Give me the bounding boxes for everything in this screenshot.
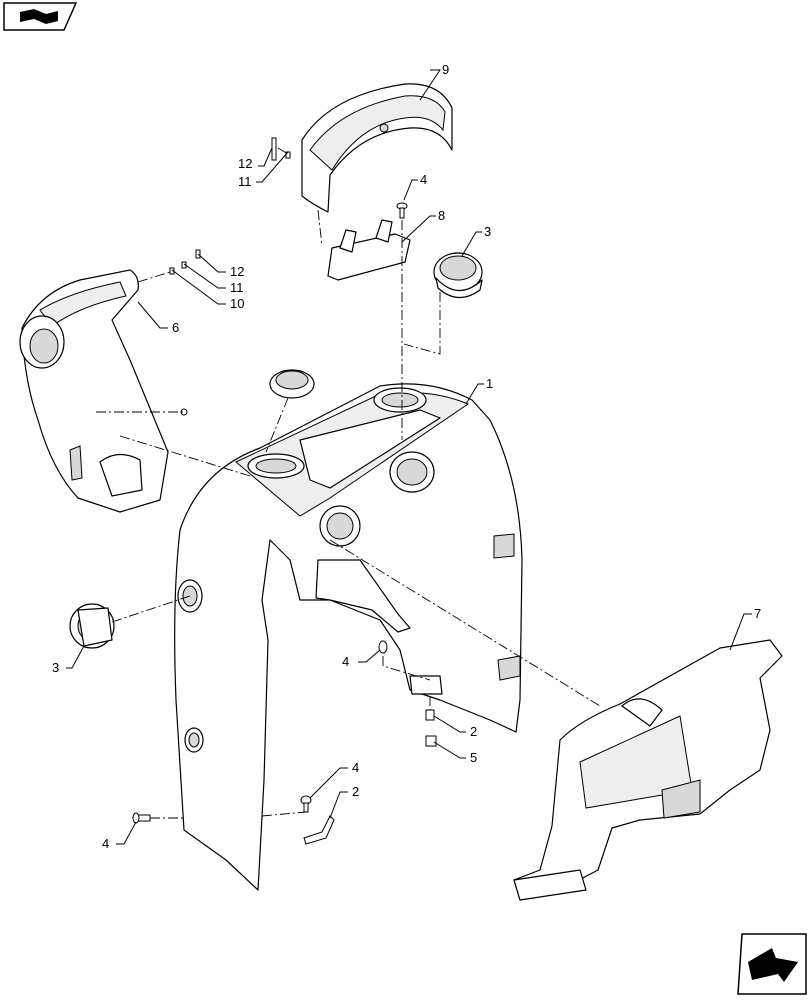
callout-10: 10 (230, 296, 244, 311)
callout-1: 1 (486, 376, 493, 391)
part-8-bracket (327, 219, 411, 281)
hardware-screw-4b (378, 640, 388, 654)
callout-3-left: 3 (52, 660, 59, 675)
callout-12-left: 12 (230, 264, 244, 279)
callout-9: 9 (442, 62, 449, 77)
callout-11-top: 11 (238, 174, 252, 189)
callout-4-left: 4 (102, 836, 109, 851)
hardware-screw-4c (300, 795, 312, 813)
callout-12-top: 12 (238, 156, 252, 171)
callout-7: 7 (754, 606, 761, 621)
next-page-arrow-icon[interactable] (737, 933, 807, 995)
part-7-right-console (513, 639, 783, 901)
leader-lines (66, 69, 752, 845)
part-3-grommet-upper (433, 252, 483, 299)
callout-2-mid: 2 (470, 724, 477, 739)
book-back-icon[interactable] (3, 2, 78, 31)
callout-3-upper: 3 (484, 224, 491, 239)
part-9-top-cover (301, 83, 453, 213)
callout-6: 6 (172, 320, 179, 335)
callout-11-left: 11 (230, 280, 244, 295)
callout-2-lower: 2 (352, 784, 359, 799)
hardware-screw-4a (396, 202, 408, 219)
part-grommet-top-left (269, 369, 315, 399)
callout-4-top: 4 (420, 172, 427, 187)
callout-5: 5 (470, 750, 477, 765)
hardware-clip-2b (303, 815, 335, 845)
hardware-clip-2a (425, 709, 435, 721)
part-6-left-console (19, 269, 169, 513)
hardware-screw-12-11-top (271, 137, 291, 161)
callout-4-mid: 4 (342, 654, 349, 669)
callout-8: 8 (438, 208, 445, 223)
callout-4-lower: 4 (352, 760, 359, 775)
part-1-main-shroud (174, 383, 523, 891)
hardware-nut-5 (425, 735, 437, 747)
hardware-screw-4d (132, 812, 151, 824)
assembly-lines (96, 147, 601, 819)
part-3-grommet-left (69, 603, 115, 649)
